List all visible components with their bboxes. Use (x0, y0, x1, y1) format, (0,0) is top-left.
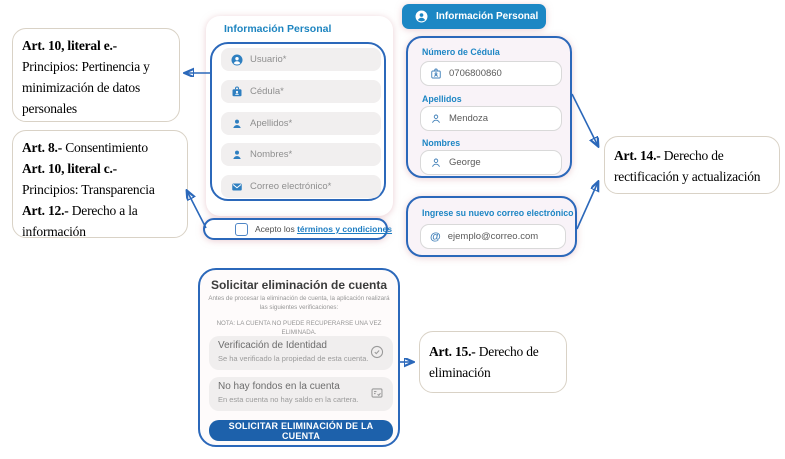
nombres-placeholder: Nombres* (250, 149, 293, 160)
person-outline-icon (430, 113, 442, 125)
terms-link[interactable]: términos y condiciones (297, 224, 393, 234)
arrow-email-to-art14 (576, 182, 598, 230)
terms-row: Acepto los términos y condiciones (203, 218, 392, 240)
at-icon: @ (430, 230, 441, 243)
nombres-label: Nombres (422, 138, 461, 148)
delete-panel-note-1: NOTA: LA CUENTA NO PUEDE RECUPERARSE UNA… (216, 320, 382, 327)
apellidos-label: Apellidos (422, 94, 462, 104)
nombres-value: George (449, 157, 481, 168)
cedula-placeholder: Cédula* (250, 86, 284, 97)
id-card-icon (430, 68, 442, 80)
register-card: Información Personal Usuario* Cédula* Ap… (206, 16, 393, 216)
funds-check-card: No hay fondos en la cuenta En esta cuent… (209, 377, 393, 411)
funds-check-title: No hay fondos en la cuenta (218, 381, 340, 392)
delete-panel-intro-2: las siguientes verificaciones: (259, 304, 339, 311)
cedula-value: 0706800860 (449, 68, 502, 79)
user-circle-icon (231, 54, 243, 66)
identity-check-card: Verificación de Identidad Se ha verifica… (209, 336, 393, 370)
apellidos-value-field[interactable]: Mendoza (420, 106, 562, 131)
apellidos-field[interactable]: Apellidos* (221, 112, 381, 135)
envelope-icon (231, 181, 243, 193)
cedula-field[interactable]: Cédula* (221, 80, 381, 103)
request-deletion-button[interactable]: SOLICITAR ELIMINACIÓN DE LA CUENTA (209, 420, 393, 441)
callout-register-fields (210, 42, 386, 201)
cedula-value-field[interactable]: 0706800860 (420, 61, 562, 86)
person-outline-icon (430, 157, 442, 169)
shield-check-icon (370, 345, 384, 359)
person-icon (231, 149, 243, 161)
apellidos-placeholder: Apellidos* (250, 118, 293, 129)
nombres-value-field[interactable]: George (420, 150, 562, 175)
arrow-terms-to-art8 (187, 191, 207, 229)
callout-email-update: Ingrese su nuevo correo electrónico @ ej… (406, 196, 577, 257)
email-update-placeholder: ejemplo@correo.com (447, 231, 539, 242)
annotation-art10e: Art. 10, literal e.- Principios: Pertine… (12, 28, 180, 122)
register-title: Información Personal (224, 23, 332, 35)
user-circle-icon (415, 10, 428, 23)
callout-profile-fields: Número de Cédula 0706800860 Apellidos Me… (406, 36, 572, 178)
delete-panel-note-2: ELIMINADA. (281, 329, 317, 336)
identity-check-title: Verificación de Identidad (218, 340, 327, 351)
id-badge-icon (231, 86, 243, 98)
checklist-icon (370, 386, 384, 400)
person-icon (231, 118, 243, 130)
profile-header: Información Personal (402, 4, 546, 29)
email-update-label: Ingrese su nuevo correo electrónico (422, 208, 574, 218)
identity-check-desc: Se ha verificado la propiedad de esta cu… (218, 354, 369, 363)
annotation-art15: Art. 15.- Derecho de eliminación (419, 331, 567, 393)
terms-checkbox[interactable] (235, 222, 248, 236)
annotation-art14: Art. 14.- Derecho de rectificación y act… (604, 136, 780, 194)
annotation-art8-10c-12: Art. 8.- Consentimiento Art. 10, literal… (12, 130, 188, 239)
funds-check-desc: En esta cuenta no hay saldo en la carter… (218, 395, 359, 404)
delete-account-panel: Solicitar eliminación de cuenta Antes de… (198, 268, 400, 447)
username-field[interactable]: Usuario* (221, 48, 381, 71)
delete-panel-title: Solicitar eliminación de cuenta (210, 278, 388, 292)
cedula-label: Número de Cédula (422, 47, 500, 57)
username-placeholder: Usuario* (250, 54, 287, 65)
profile-header-title: Información Personal (436, 11, 539, 22)
correo-field[interactable]: Correo electrónico* (221, 175, 381, 198)
delete-panel-intro-1: Antes de procesar la eliminación de cuen… (208, 295, 390, 302)
terms-label: Acepto los términos y condiciones (255, 224, 393, 234)
nombres-field[interactable]: Nombres* (221, 143, 381, 166)
apellidos-value: Mendoza (449, 113, 489, 124)
correo-placeholder: Correo electrónico* (250, 181, 332, 192)
email-update-field[interactable]: @ ejemplo@correo.com (420, 224, 566, 249)
arrow-profile-to-art14 (571, 93, 598, 146)
